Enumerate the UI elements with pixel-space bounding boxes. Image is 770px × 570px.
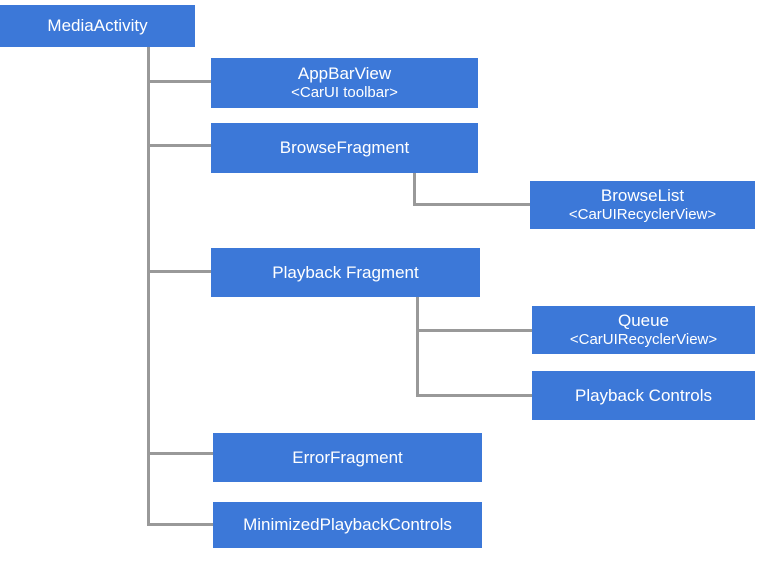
node-media-activity: MediaActivity bbox=[0, 5, 195, 47]
node-browse-fragment: BrowseFragment bbox=[211, 123, 478, 173]
node-minimized-playback-controls: MinimizedPlaybackControls bbox=[213, 502, 482, 548]
connector-to-queue bbox=[416, 329, 532, 332]
node-label: MinimizedPlaybackControls bbox=[243, 515, 452, 535]
connector-to-browsefragment bbox=[147, 144, 211, 147]
connector-to-playbackfragment bbox=[147, 270, 211, 273]
node-label: MediaActivity bbox=[47, 16, 148, 36]
connector-playbackfragment-drop bbox=[416, 297, 419, 397]
node-app-bar-view: AppBarView <CarUI toolbar> bbox=[211, 58, 478, 108]
node-label: BrowseFragment bbox=[279, 138, 410, 158]
node-sublabel: <CarUIRecyclerView> bbox=[568, 206, 717, 224]
node-error-fragment: ErrorFragment bbox=[213, 433, 482, 482]
connector-to-playbackcontrols bbox=[416, 394, 532, 397]
node-queue: Queue <CarUIRecyclerView> bbox=[532, 306, 755, 354]
node-sublabel: <CarUIRecyclerView> bbox=[569, 331, 718, 349]
node-label: BrowseList bbox=[600, 186, 685, 205]
connector-to-browselist bbox=[413, 203, 530, 206]
node-label: ErrorFragment bbox=[292, 447, 403, 467]
node-label: AppBarView bbox=[297, 64, 392, 83]
connector-trunk-mediaactivity bbox=[147, 47, 150, 526]
connector-browsefragment-drop bbox=[413, 172, 416, 206]
node-label: Queue bbox=[617, 311, 670, 330]
connector-to-appbarview bbox=[147, 80, 211, 83]
node-browse-list: BrowseList <CarUIRecyclerView> bbox=[530, 181, 755, 229]
node-playback-fragment: Playback Fragment bbox=[211, 248, 480, 297]
node-label: Playback Fragment bbox=[272, 262, 419, 282]
node-playback-controls: Playback Controls bbox=[532, 371, 755, 420]
connector-to-minimizedplaybackcontrols bbox=[147, 523, 213, 526]
connector-to-errorfragment bbox=[147, 452, 213, 455]
node-label: Playback Controls bbox=[574, 385, 712, 405]
node-sublabel: <CarUI toolbar> bbox=[291, 84, 398, 102]
